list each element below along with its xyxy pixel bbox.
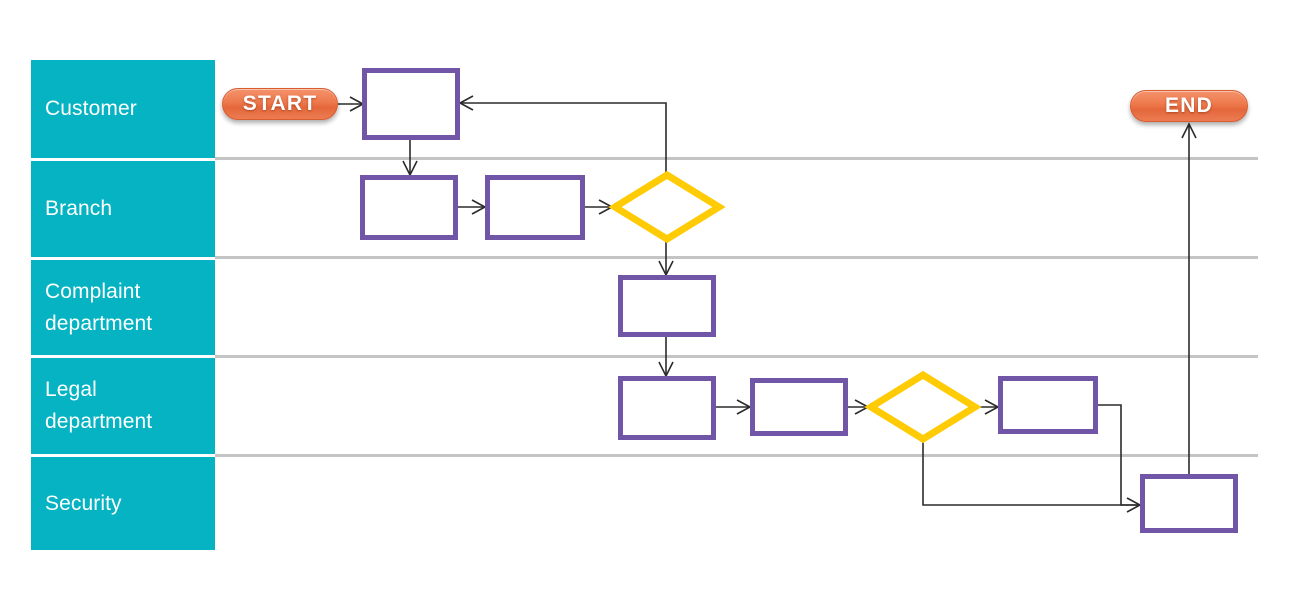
process-node-n2[interactable] <box>360 175 458 240</box>
terminator-end[interactable]: END <box>1130 90 1248 122</box>
lane-header-legal-department[interactable]: Legal department <box>31 358 215 454</box>
connector-n5-to-n6 <box>716 399 752 415</box>
process-node-n3[interactable] <box>485 175 585 240</box>
lane-divider-2 <box>215 256 1258 259</box>
connector-start-to-n1 <box>338 96 365 112</box>
lane-header-customer[interactable]: Customer <box>31 60 215 158</box>
lane-header-complaint-department[interactable]: Complaint department <box>31 260 215 355</box>
connector-d2-to-n8 <box>922 442 1142 513</box>
lane-header-branch[interactable]: Branch <box>31 161 215 257</box>
terminator-end-label: END <box>1165 94 1213 117</box>
lane-label-branch: Branch <box>45 197 113 220</box>
connector-d1-to-n1 <box>458 95 667 172</box>
lane-label-legal-department: Legal department <box>45 378 153 433</box>
process-node-n5[interactable] <box>618 376 716 440</box>
lane-header-security[interactable]: Security <box>31 457 215 550</box>
lane-label-customer: Customer <box>45 97 137 120</box>
lane-divider-4 <box>215 454 1258 457</box>
process-node-n7[interactable] <box>998 376 1098 434</box>
process-node-n1[interactable] <box>362 68 460 140</box>
terminator-start-label: START <box>242 92 318 115</box>
connector-n2-to-n3 <box>458 199 487 215</box>
lane-label-security: Security <box>45 491 122 515</box>
process-node-n4[interactable] <box>618 275 716 337</box>
terminator-start[interactable]: START <box>222 88 338 120</box>
connector-n8-to-end <box>1181 122 1197 474</box>
lane-label-complaint-department: Complaint department <box>45 279 153 335</box>
decision-node-d2[interactable] <box>864 370 982 444</box>
process-node-n6[interactable] <box>750 378 848 436</box>
process-node-n8[interactable] <box>1140 474 1238 533</box>
connector-n3-to-d1 <box>585 199 614 215</box>
decision-node-d1[interactable] <box>608 170 726 244</box>
lane-divider-3 <box>215 355 1258 358</box>
lane-divider-1 <box>215 157 1258 160</box>
